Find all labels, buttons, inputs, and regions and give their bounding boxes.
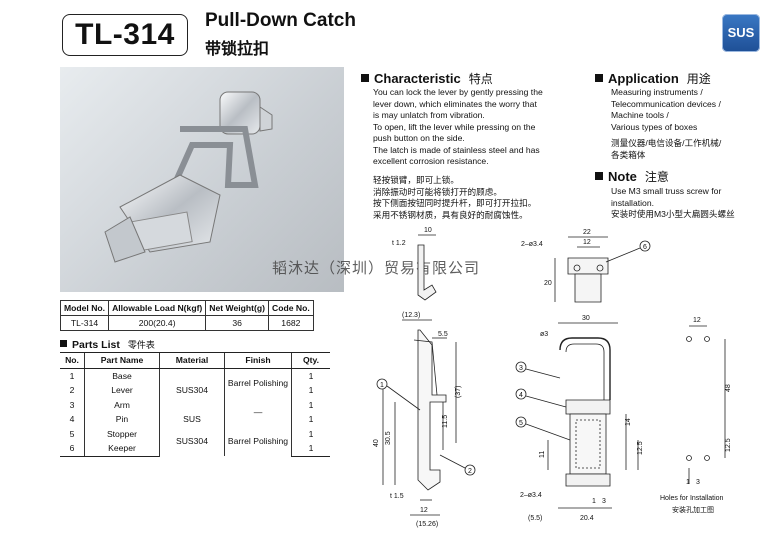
parts-header-qty: Qty. — [291, 352, 330, 369]
svg-text:12: 12 — [420, 507, 428, 514]
side-top-view: 10 t 1.2 — [392, 227, 436, 300]
svg-text:12: 12 — [583, 239, 591, 246]
spec-load: 200(20.4) — [108, 315, 207, 331]
callout-6: 6 — [643, 244, 647, 251]
svg-text:14: 14 — [625, 418, 632, 426]
keeper-view: 22 12 2–ø3.4 20 6 — [521, 229, 650, 302]
spec-table: Model No. Allowable Load N(kgf) Net Weig… — [59, 300, 314, 331]
material-cell: SUS304 — [159, 368, 225, 412]
svg-text:22: 22 — [583, 229, 591, 236]
characteristic-text-zh: 轻按锁臂，即可上锁。消除振动时可能将锁打开的顾虑。 按下侧面按钮同时提升杆，即可… — [373, 175, 537, 220]
svg-text:(12.3): (12.3) — [402, 312, 420, 319]
product-title: Pull-Down Catch — [205, 10, 356, 31]
svg-text:3: 3 — [602, 498, 606, 505]
holes-view: 12 48 12.5 1 3 Holes for Installation 安装… — [660, 317, 732, 514]
callout-5: 5 — [519, 420, 523, 427]
svg-text:(37): (37) — [455, 386, 462, 398]
svg-text:12: 12 — [693, 317, 701, 324]
model-number-box: TL-314 — [62, 14, 188, 56]
svg-text:3: 3 — [696, 479, 700, 486]
callout-2: 2 — [468, 468, 472, 475]
svg-text:20.4: 20.4 — [580, 515, 594, 522]
product-photo — [60, 67, 344, 292]
bullet-square-icon — [60, 340, 67, 347]
spec-weight: 36 — [205, 315, 269, 331]
bullet-square-icon — [361, 74, 369, 82]
characteristic-text: You can lock the lever by gently pressin… — [373, 87, 543, 166]
svg-text:5.5: 5.5 — [438, 331, 448, 338]
svg-text:t 1.2: t 1.2 — [392, 240, 406, 247]
svg-text:11: 11 — [539, 451, 546, 458]
callout-3: 3 — [519, 365, 523, 372]
material-cell: SUS304 — [159, 426, 225, 456]
svg-text:(15.26): (15.26) — [416, 521, 438, 528]
parts-header-no: No. — [60, 352, 85, 369]
callout-1: 1 — [380, 382, 384, 389]
spec-code: 1682 — [268, 315, 314, 331]
svg-text:12.5: 12.5 — [725, 438, 732, 452]
svg-text:20: 20 — [544, 280, 552, 287]
side-view: (12.3) 5.5 (37) 11.5 40 30.5 t 1.5 12 (1… — [373, 312, 475, 528]
finish-cell: Barrel Polishing — [224, 368, 292, 398]
svg-text:30.5: 30.5 — [385, 431, 392, 445]
parts-header-finish: Finish — [224, 352, 292, 369]
model-number: TL-314 — [75, 18, 175, 51]
svg-text:安装孔加工图: 安装孔加工图 — [672, 505, 714, 514]
bullet-square-icon — [595, 172, 603, 180]
bullet-square-icon — [595, 74, 603, 82]
application-text-zh: 测量仪器/电信设备/工作机械/各类箱体 — [611, 138, 722, 160]
svg-text:40: 40 — [373, 439, 380, 447]
svg-text:1: 1 — [686, 479, 690, 486]
product-title-zh: 带锁拉扣 — [205, 41, 270, 58]
finish-cell: Barrel Polishing — [224, 426, 292, 456]
front-view: 30 ø3 14 12.5 11 2–ø3.4 1 3 (5.5) 20.4 3… — [516, 315, 644, 522]
sus-badge: SUS — [722, 14, 760, 52]
svg-text:12.5: 12.5 — [637, 441, 644, 455]
svg-text:48: 48 — [725, 384, 732, 392]
svg-text:t 1.5: t 1.5 — [390, 493, 404, 500]
svg-text:1: 1 — [592, 498, 596, 505]
svg-text:ø3: ø3 — [540, 331, 548, 338]
svg-text:(5.5): (5.5) — [528, 515, 542, 522]
svg-text:2–ø3.4: 2–ø3.4 — [521, 241, 543, 248]
company-watermark: 韬沐达（深圳）贸易有限公司 — [272, 260, 481, 277]
latch-illustration — [60, 67, 344, 292]
svg-text:10: 10 — [424, 227, 432, 234]
svg-text:2–ø3.4: 2–ø3.4 — [520, 492, 542, 499]
parts-header-name: Part Name — [84, 352, 160, 369]
finish-cell: — — [224, 397, 292, 427]
svg-text:30: 30 — [582, 315, 590, 322]
svg-text:11.5: 11.5 — [442, 415, 449, 428]
material-cell: SUS — [159, 412, 225, 427]
application-text: Measuring instruments /Telecommunication… — [611, 87, 721, 132]
svg-text:Holes for Installation: Holes for Installation — [660, 495, 724, 502]
callout-4: 4 — [519, 392, 523, 399]
parts-header-material: Material — [159, 352, 225, 369]
